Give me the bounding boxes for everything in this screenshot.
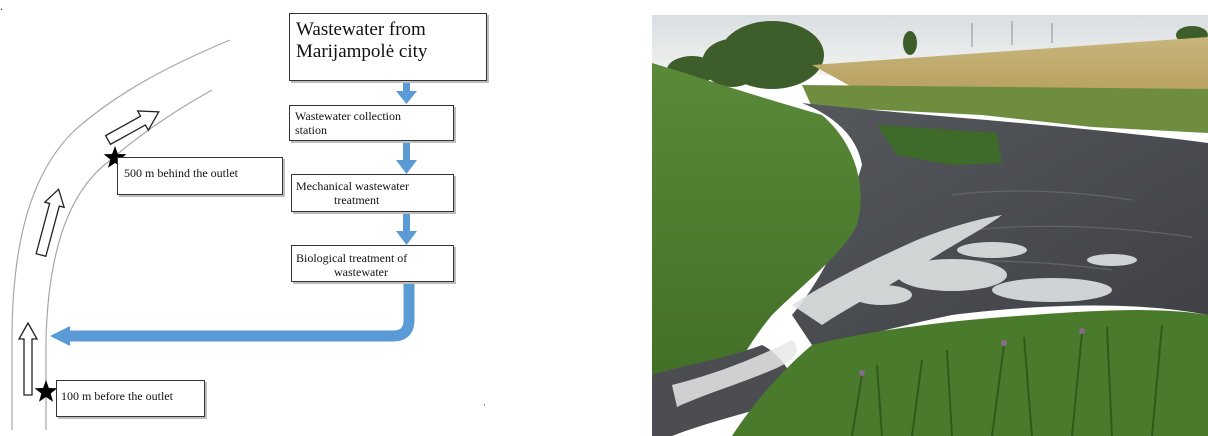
sampling-points bbox=[34, 146, 127, 402]
outlet-foam bbox=[672, 340, 797, 407]
far-bank-vegetation bbox=[802, 85, 1208, 133]
stray-mark bbox=[484, 404, 485, 406]
mechanical-label-line2: treatment bbox=[334, 193, 380, 207]
flow-arrow-3-head bbox=[396, 231, 417, 245]
collection-label-line1: Wastewater collection bbox=[295, 109, 401, 123]
sampling-star-500m bbox=[103, 146, 127, 168]
source-label-line1: Wastewater from bbox=[296, 19, 426, 40]
flow-arrow-1-head bbox=[396, 91, 417, 104]
weed-flowers bbox=[859, 328, 1085, 376]
foam bbox=[792, 215, 1137, 325]
reed-clump bbox=[877, 125, 1002, 165]
collection-station-box: Wastewater collection station bbox=[289, 105, 454, 141]
source-label-line2: Marijampolė city bbox=[296, 41, 428, 62]
sampling-label-100m-text: 100 m before the outlet bbox=[61, 389, 173, 403]
river-flow-arrow-upper bbox=[104, 110, 160, 146]
collection-label-line2: station bbox=[295, 123, 327, 137]
river-flow-arrow-lower bbox=[35, 188, 66, 258]
flowchart-diagram bbox=[11, 39, 417, 430]
power-line-poles bbox=[971, 21, 1053, 47]
biological-label-line1: Biological treatment of bbox=[296, 251, 408, 265]
flow-arrow-2-head bbox=[396, 160, 417, 174]
outlet-pipe-head bbox=[50, 326, 70, 346]
biological-label-line2: wastewater bbox=[334, 265, 388, 279]
river-bank-outer bbox=[11, 39, 231, 430]
river-banks bbox=[11, 39, 231, 430]
mechanical-label-line1: Mechanical wastewater bbox=[296, 179, 409, 193]
outlet-pipe-path bbox=[68, 283, 415, 342]
flow-arrow-3-shaft bbox=[403, 212, 410, 234]
wastewater-source-box: Wastewater from Marijampolė city bbox=[289, 13, 487, 81]
sampling-label-500m-text: 500 m behind the outlet bbox=[124, 166, 238, 180]
biological-treatment-box: Biological treatment of wastewater bbox=[291, 245, 454, 282]
sampling-label-100m: 100 m before the outlet bbox=[56, 380, 205, 417]
outlet-pipe bbox=[50, 283, 415, 346]
mechanical-treatment-box: Mechanical wastewater treatment bbox=[291, 174, 454, 212]
near-bank-weeds bbox=[851, 324, 1163, 436]
process-flow-arrows bbox=[396, 81, 417, 245]
sampling-label-500m: 500 m behind the outlet bbox=[117, 157, 283, 195]
left-bank-vegetation bbox=[652, 63, 861, 436]
near-bank-vegetation bbox=[732, 310, 1208, 436]
river-flow-arrow-bottom bbox=[17, 321, 39, 396]
river-outlet-photo bbox=[652, 15, 1208, 436]
river-bank-inner bbox=[45, 89, 213, 430]
sampling-star-100m bbox=[34, 380, 58, 402]
river-flow-arrows bbox=[17, 110, 160, 396]
farm-field bbox=[812, 37, 1208, 93]
flow-arrow-1-shaft bbox=[403, 81, 410, 93]
flow-arrow-2-shaft bbox=[403, 141, 410, 163]
leading-mark: . bbox=[0, 0, 3, 13]
